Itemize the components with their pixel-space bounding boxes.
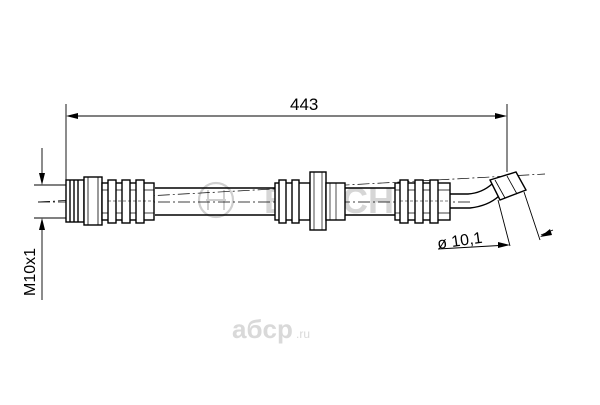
- thread-dimension: M10x1: [22, 148, 66, 300]
- hose-body: [155, 187, 395, 216]
- right-crimp-sleeve: [394, 179, 451, 224]
- left-fitting: [65, 176, 103, 226]
- length-label: 443: [290, 95, 318, 114]
- length-dimension: 443: [65, 95, 508, 180]
- shop-watermark: aбcp .ru: [232, 314, 310, 344]
- left-crimp-sleeve: [101, 179, 155, 224]
- right-bent-tube: [450, 171, 528, 209]
- diameter-dimension: ø 10,1: [436, 191, 554, 253]
- thread-label: M10x1: [22, 248, 39, 296]
- shop-watermark-suffix: .ru: [296, 327, 310, 341]
- middle-bracket-fitting: [274, 171, 346, 231]
- diameter-label: ø 10,1: [436, 230, 483, 253]
- shop-watermark-text: aбcp: [232, 314, 293, 344]
